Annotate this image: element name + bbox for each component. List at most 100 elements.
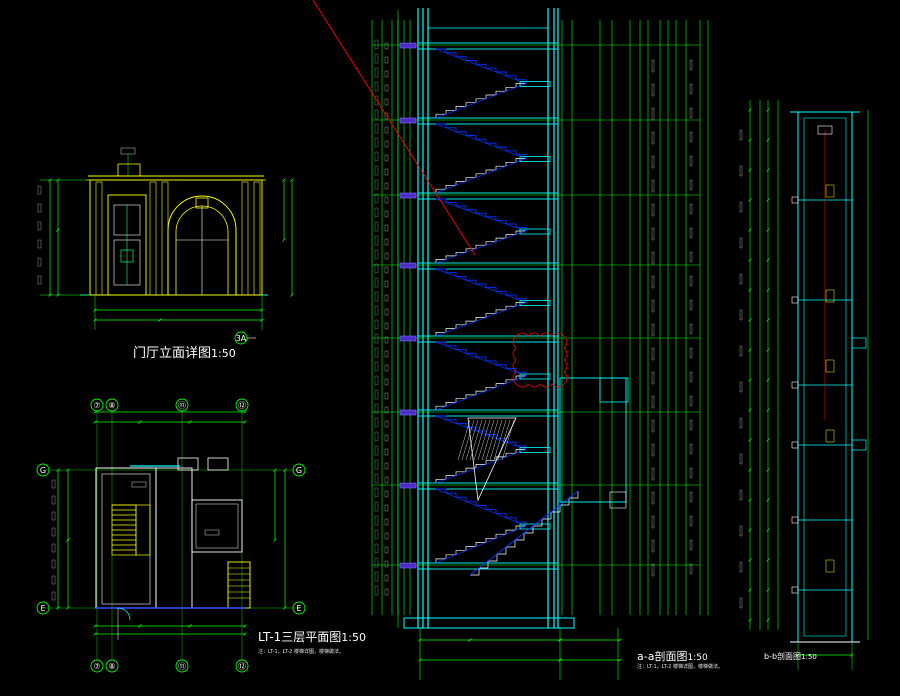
dim-text-mark xyxy=(651,347,655,361)
dim-text-mark xyxy=(689,539,693,551)
dimension-tick xyxy=(158,318,162,322)
dim-text-mark xyxy=(374,179,379,190)
stair-stringer xyxy=(435,415,527,450)
gap xyxy=(430,211,438,255)
dim-text-mark xyxy=(689,371,693,383)
hatch-line xyxy=(497,419,511,461)
dim-text-mark xyxy=(689,203,693,215)
dim-text-mark xyxy=(384,238,389,246)
section-note: 注：LT-1，LT-2 楼梯详图，楼梯做法。 xyxy=(637,664,723,670)
stair-stringer xyxy=(435,123,527,159)
floor-edge-mark xyxy=(399,562,417,569)
dim-text-mark xyxy=(374,501,379,512)
dimension-tick xyxy=(748,378,752,382)
dim-text-mark xyxy=(384,266,389,274)
dim-text-mark xyxy=(384,392,389,400)
plan-top-axis-0-circle xyxy=(90,398,104,412)
shaft-label-mark xyxy=(825,289,835,303)
dimension-tick xyxy=(748,318,752,322)
dimension-tick xyxy=(188,420,192,424)
dim-text-mark xyxy=(374,81,379,92)
dimension-tick xyxy=(56,228,60,232)
dim-text-mark xyxy=(374,515,379,526)
dimension-tick xyxy=(748,528,752,532)
elevation-title-text: 门厅立面详图 xyxy=(133,346,212,361)
dim-text-mark xyxy=(384,448,389,456)
dim-text-mark xyxy=(374,571,379,582)
shaft-floor-mark xyxy=(791,441,799,449)
plan-column xyxy=(207,457,229,471)
dim-text-mark xyxy=(651,419,655,433)
floor-slab xyxy=(417,42,559,50)
dim-text-mark xyxy=(651,539,655,553)
dim-text-mark xyxy=(374,277,379,288)
dimension-tick xyxy=(748,228,752,232)
pilaster xyxy=(149,181,157,296)
dimension-tick xyxy=(766,348,770,352)
dim-text-mark xyxy=(374,123,379,134)
floor-slab xyxy=(417,192,559,200)
floor-slab xyxy=(417,335,559,343)
dim-text-mark xyxy=(651,563,655,577)
dim-text-mark xyxy=(689,131,693,143)
dim-text-mark xyxy=(651,131,655,145)
gap xyxy=(430,354,438,402)
floor-edge-mark xyxy=(399,335,417,342)
dim-text-mark xyxy=(689,275,693,287)
dim-text-mark xyxy=(384,210,389,218)
dim-text-mark xyxy=(651,107,655,121)
annex-detail xyxy=(599,377,629,403)
dim-text-mark xyxy=(384,434,389,442)
dim-text-mark xyxy=(374,165,379,176)
plan-top-axis-1-label: ⑧ xyxy=(108,401,115,410)
stair-stringer xyxy=(435,341,527,377)
dimension-tick xyxy=(618,638,622,642)
dimension-tick xyxy=(93,624,97,628)
door-medallion xyxy=(120,249,134,263)
dimension-tick xyxy=(766,228,770,232)
annex-box xyxy=(609,491,627,509)
dim-text-mark xyxy=(37,221,42,231)
gap xyxy=(430,428,438,475)
dimension-tick xyxy=(618,658,622,662)
dim-text-mark xyxy=(739,345,743,357)
dim-text-mark xyxy=(384,546,389,554)
dim-text-mark xyxy=(51,511,56,521)
room-text-mark xyxy=(204,529,220,536)
dim-text-mark xyxy=(51,479,56,489)
keystone xyxy=(195,197,209,209)
dim-text-mark xyxy=(384,308,389,316)
left-door-frame xyxy=(107,194,147,296)
hatch-line xyxy=(501,419,515,461)
stair-stringer xyxy=(435,230,527,264)
stair-flight-white xyxy=(435,525,526,563)
shaft-inner xyxy=(803,117,847,637)
dim-text-mark xyxy=(374,109,379,120)
dimension-tick xyxy=(766,498,770,502)
lower-stair-stringer xyxy=(469,490,579,576)
stair-landing xyxy=(519,81,551,87)
plan-right-axis-g-label: G xyxy=(296,466,302,475)
dim-text-mark xyxy=(689,419,693,431)
dim-text-mark xyxy=(651,299,655,313)
elevation-title-scale: 1:50 xyxy=(211,347,236,360)
dim-text-mark xyxy=(689,347,693,359)
dimension-tick xyxy=(748,408,752,412)
hatch-line xyxy=(457,419,471,461)
dimension-tick xyxy=(748,438,752,442)
hatch-line xyxy=(469,419,483,461)
dim-text-mark xyxy=(374,347,379,358)
stair-flight-white xyxy=(435,158,526,193)
plan-room-inner xyxy=(195,503,239,549)
dim-text-mark xyxy=(384,252,389,260)
stair-stringer xyxy=(435,48,527,84)
dimension-tick xyxy=(66,538,70,542)
dim-text-mark xyxy=(384,350,389,358)
dimension-tick xyxy=(748,258,752,262)
dim-text-mark xyxy=(689,515,693,527)
dimension-tick xyxy=(748,498,752,502)
dim-text-mark xyxy=(384,56,389,64)
stair-stringer xyxy=(435,375,527,411)
dim-text-mark xyxy=(739,309,743,321)
dim-text-mark xyxy=(689,59,693,71)
